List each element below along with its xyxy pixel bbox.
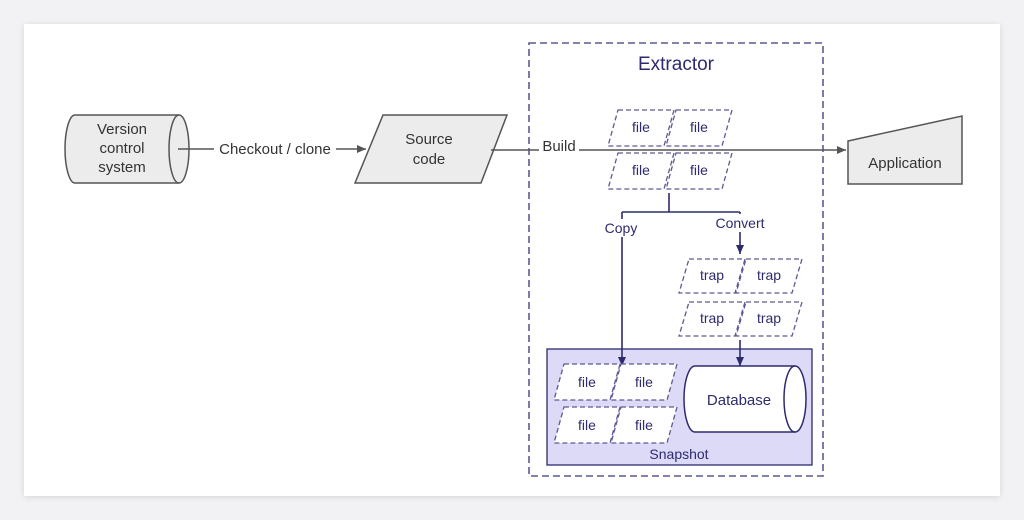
build-file-4: file	[665, 152, 733, 190]
extractor-box	[528, 42, 824, 477]
svg-text:file: file	[635, 374, 653, 390]
diagram-card: Extractor Snapshot Version control syste…	[24, 24, 1000, 496]
extractor-title: Extractor	[638, 54, 715, 75]
svg-text:trap: trap	[700, 310, 724, 326]
build-file-3: file	[607, 152, 675, 190]
build-file-1: file	[607, 109, 675, 147]
trap-file-1: trap	[678, 258, 746, 294]
build-label: Build	[542, 138, 575, 155]
snapshot-label: Snapshot	[649, 446, 708, 462]
source-code-line-1: Source	[405, 131, 453, 148]
source-code-line-2: code	[413, 151, 446, 168]
svg-text:trap: trap	[757, 267, 781, 283]
version-control-line-2: control	[99, 140, 144, 157]
version-control-line-1: Version	[97, 121, 147, 138]
svg-text:file: file	[632, 119, 650, 135]
svg-text:file: file	[635, 417, 653, 433]
database-node: Database	[683, 365, 807, 433]
svg-text:trap: trap	[700, 267, 724, 283]
svg-text:file: file	[578, 417, 596, 433]
trap-file-4: trap	[735, 301, 803, 337]
checkout-label: Checkout / clone	[219, 141, 331, 158]
svg-text:file: file	[690, 119, 708, 135]
svg-text:trap: trap	[757, 310, 781, 326]
snapshot-file-4: file	[610, 406, 678, 444]
branch-connector	[622, 193, 740, 213]
copy-label: Copy	[605, 220, 638, 236]
source-code-node: Source code	[353, 114, 509, 184]
application-label: Application	[868, 155, 941, 172]
svg-text:file: file	[578, 374, 596, 390]
build-file-2: file	[665, 109, 733, 147]
trap-file-3: trap	[678, 301, 746, 337]
svg-text:file: file	[632, 162, 650, 178]
convert-label: Convert	[715, 215, 764, 231]
snapshot-file-2: file	[610, 363, 678, 401]
snapshot-file-1: file	[553, 363, 621, 401]
snapshot-file-3: file	[553, 406, 621, 444]
database-label: Database	[707, 392, 771, 409]
version-control-node: Version control system	[64, 114, 190, 184]
application-node: Application	[847, 115, 963, 185]
version-control-line-3: system	[98, 159, 146, 176]
svg-text:file: file	[690, 162, 708, 178]
trap-file-2: trap	[735, 258, 803, 294]
